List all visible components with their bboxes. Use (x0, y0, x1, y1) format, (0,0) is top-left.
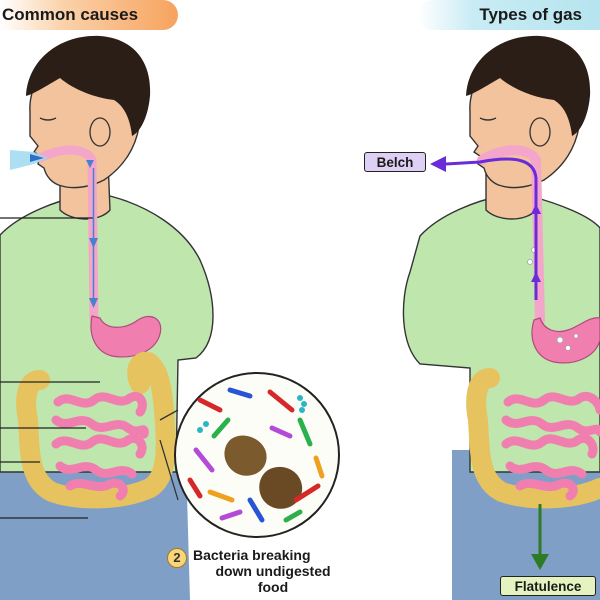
right-small-intestine (501, 392, 600, 501)
air-stream-icon (10, 150, 48, 170)
right-figure (402, 35, 600, 600)
flatulence-label: Flatulence (500, 576, 596, 596)
left-arrow-icon (430, 156, 446, 172)
cause-line: Bacteria breaking (193, 547, 311, 563)
right-hair (466, 35, 591, 136)
header-common-causes: Common causes (0, 0, 178, 30)
cause-line: down undigested (215, 563, 331, 579)
down-arrow-icon (89, 298, 98, 308)
magnifier-circle-icon (159, 372, 340, 538)
up-arrow-icon (531, 204, 541, 214)
right-esophagus (477, 145, 545, 325)
belch-arrow (430, 156, 541, 300)
right-ear (529, 117, 551, 147)
right-eye (479, 117, 497, 121)
up-arrow-icon (531, 272, 541, 282)
left-stomach (90, 315, 162, 358)
swallow-arrows (86, 160, 98, 308)
cause-bacteria-text: Bacteria breaking down undigested food (193, 547, 353, 595)
flatulence-arrow (531, 504, 549, 570)
cause-line: food (257, 579, 289, 595)
left-small-intestine (51, 392, 149, 501)
right-shirt (402, 195, 600, 473)
right-colon (466, 368, 600, 509)
down-arrow-icon (531, 554, 549, 570)
belch-label: Belch (364, 152, 426, 172)
right-stomach (531, 317, 600, 364)
left-hair (26, 35, 151, 136)
cause-number-badge: 2 (167, 548, 187, 568)
left-eye (39, 117, 57, 121)
left-colon (16, 351, 176, 509)
down-arrow-icon (86, 160, 94, 168)
left-guide-lines (0, 217, 100, 519)
left-figure (0, 35, 214, 600)
left-ear (89, 117, 111, 147)
header-types-of-gas: Types of gas (418, 0, 600, 30)
left-esophagus (35, 145, 99, 323)
